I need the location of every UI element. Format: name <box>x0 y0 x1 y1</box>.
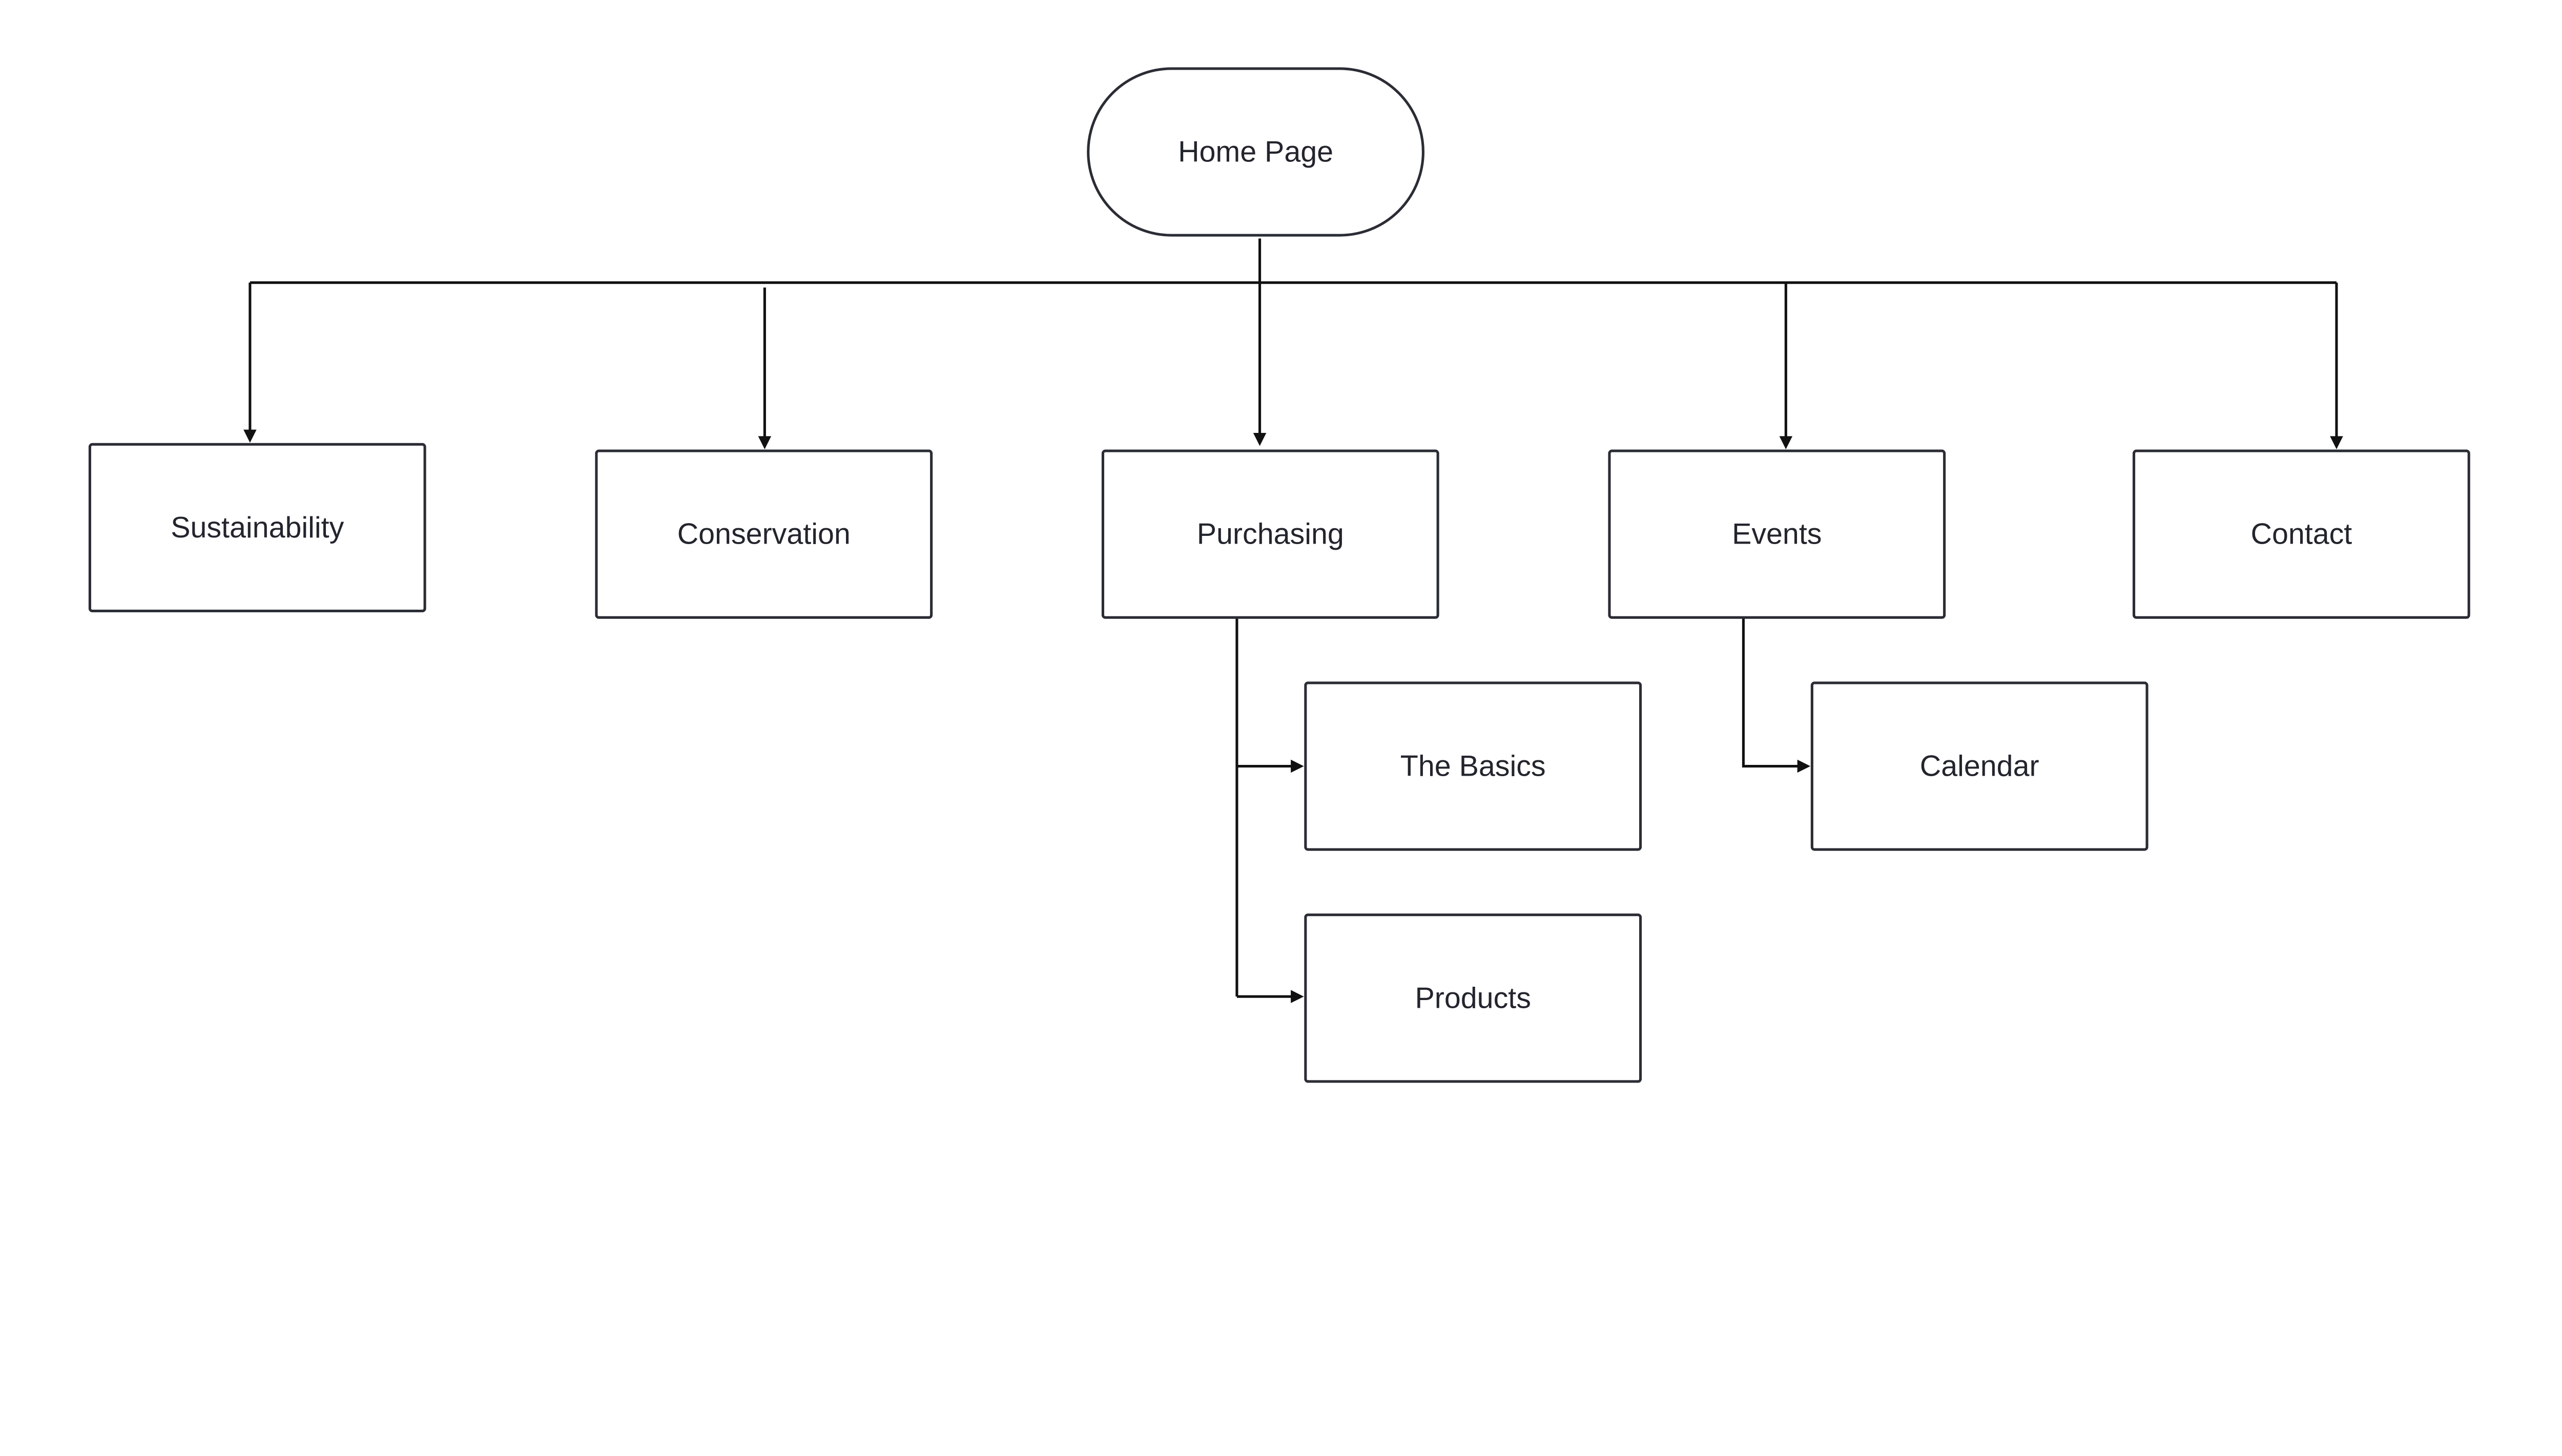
node-label: Contact <box>2251 518 2352 551</box>
arrowhead-icon <box>758 436 772 449</box>
node-label: Calendar <box>1920 750 2039 783</box>
node-label: Home Page <box>1178 136 1333 169</box>
node-label: Events <box>1732 518 1822 551</box>
connectors <box>243 238 2343 1003</box>
node-products: Products <box>1304 913 1642 1083</box>
node-label: Conservation <box>677 518 851 551</box>
node-label: Sustainability <box>171 511 344 544</box>
node-events: Events <box>1608 449 1946 619</box>
arrowhead-icon <box>1291 759 1304 773</box>
node-label: The Basics <box>1400 750 1546 783</box>
edge-purchasing-basics <box>1235 617 1293 997</box>
sitemap-diagram: Home Page Sustainability Conservation Pu… <box>88 67 2470 1083</box>
arrowhead-icon <box>243 429 257 443</box>
arrowhead-icon <box>1253 433 1267 446</box>
edge-events-calendar <box>1742 617 1799 768</box>
arrowhead-icon <box>1779 436 1793 449</box>
node-conservation: Conservation <box>595 449 933 619</box>
node-the-basics: The Basics <box>1304 681 1642 851</box>
arrowhead-icon <box>1797 759 1811 773</box>
node-home-page: Home Page <box>1087 67 1424 237</box>
node-sustainability: Sustainability <box>88 443 426 613</box>
node-calendar: Calendar <box>1810 681 2148 851</box>
arrowhead-icon <box>1291 990 1304 1003</box>
arrowhead-icon <box>2330 436 2343 449</box>
node-purchasing: Purchasing <box>1101 449 1439 619</box>
node-contact: Contact <box>2132 449 2470 619</box>
node-label: Products <box>1415 982 1531 1014</box>
node-label: Purchasing <box>1197 518 1344 551</box>
